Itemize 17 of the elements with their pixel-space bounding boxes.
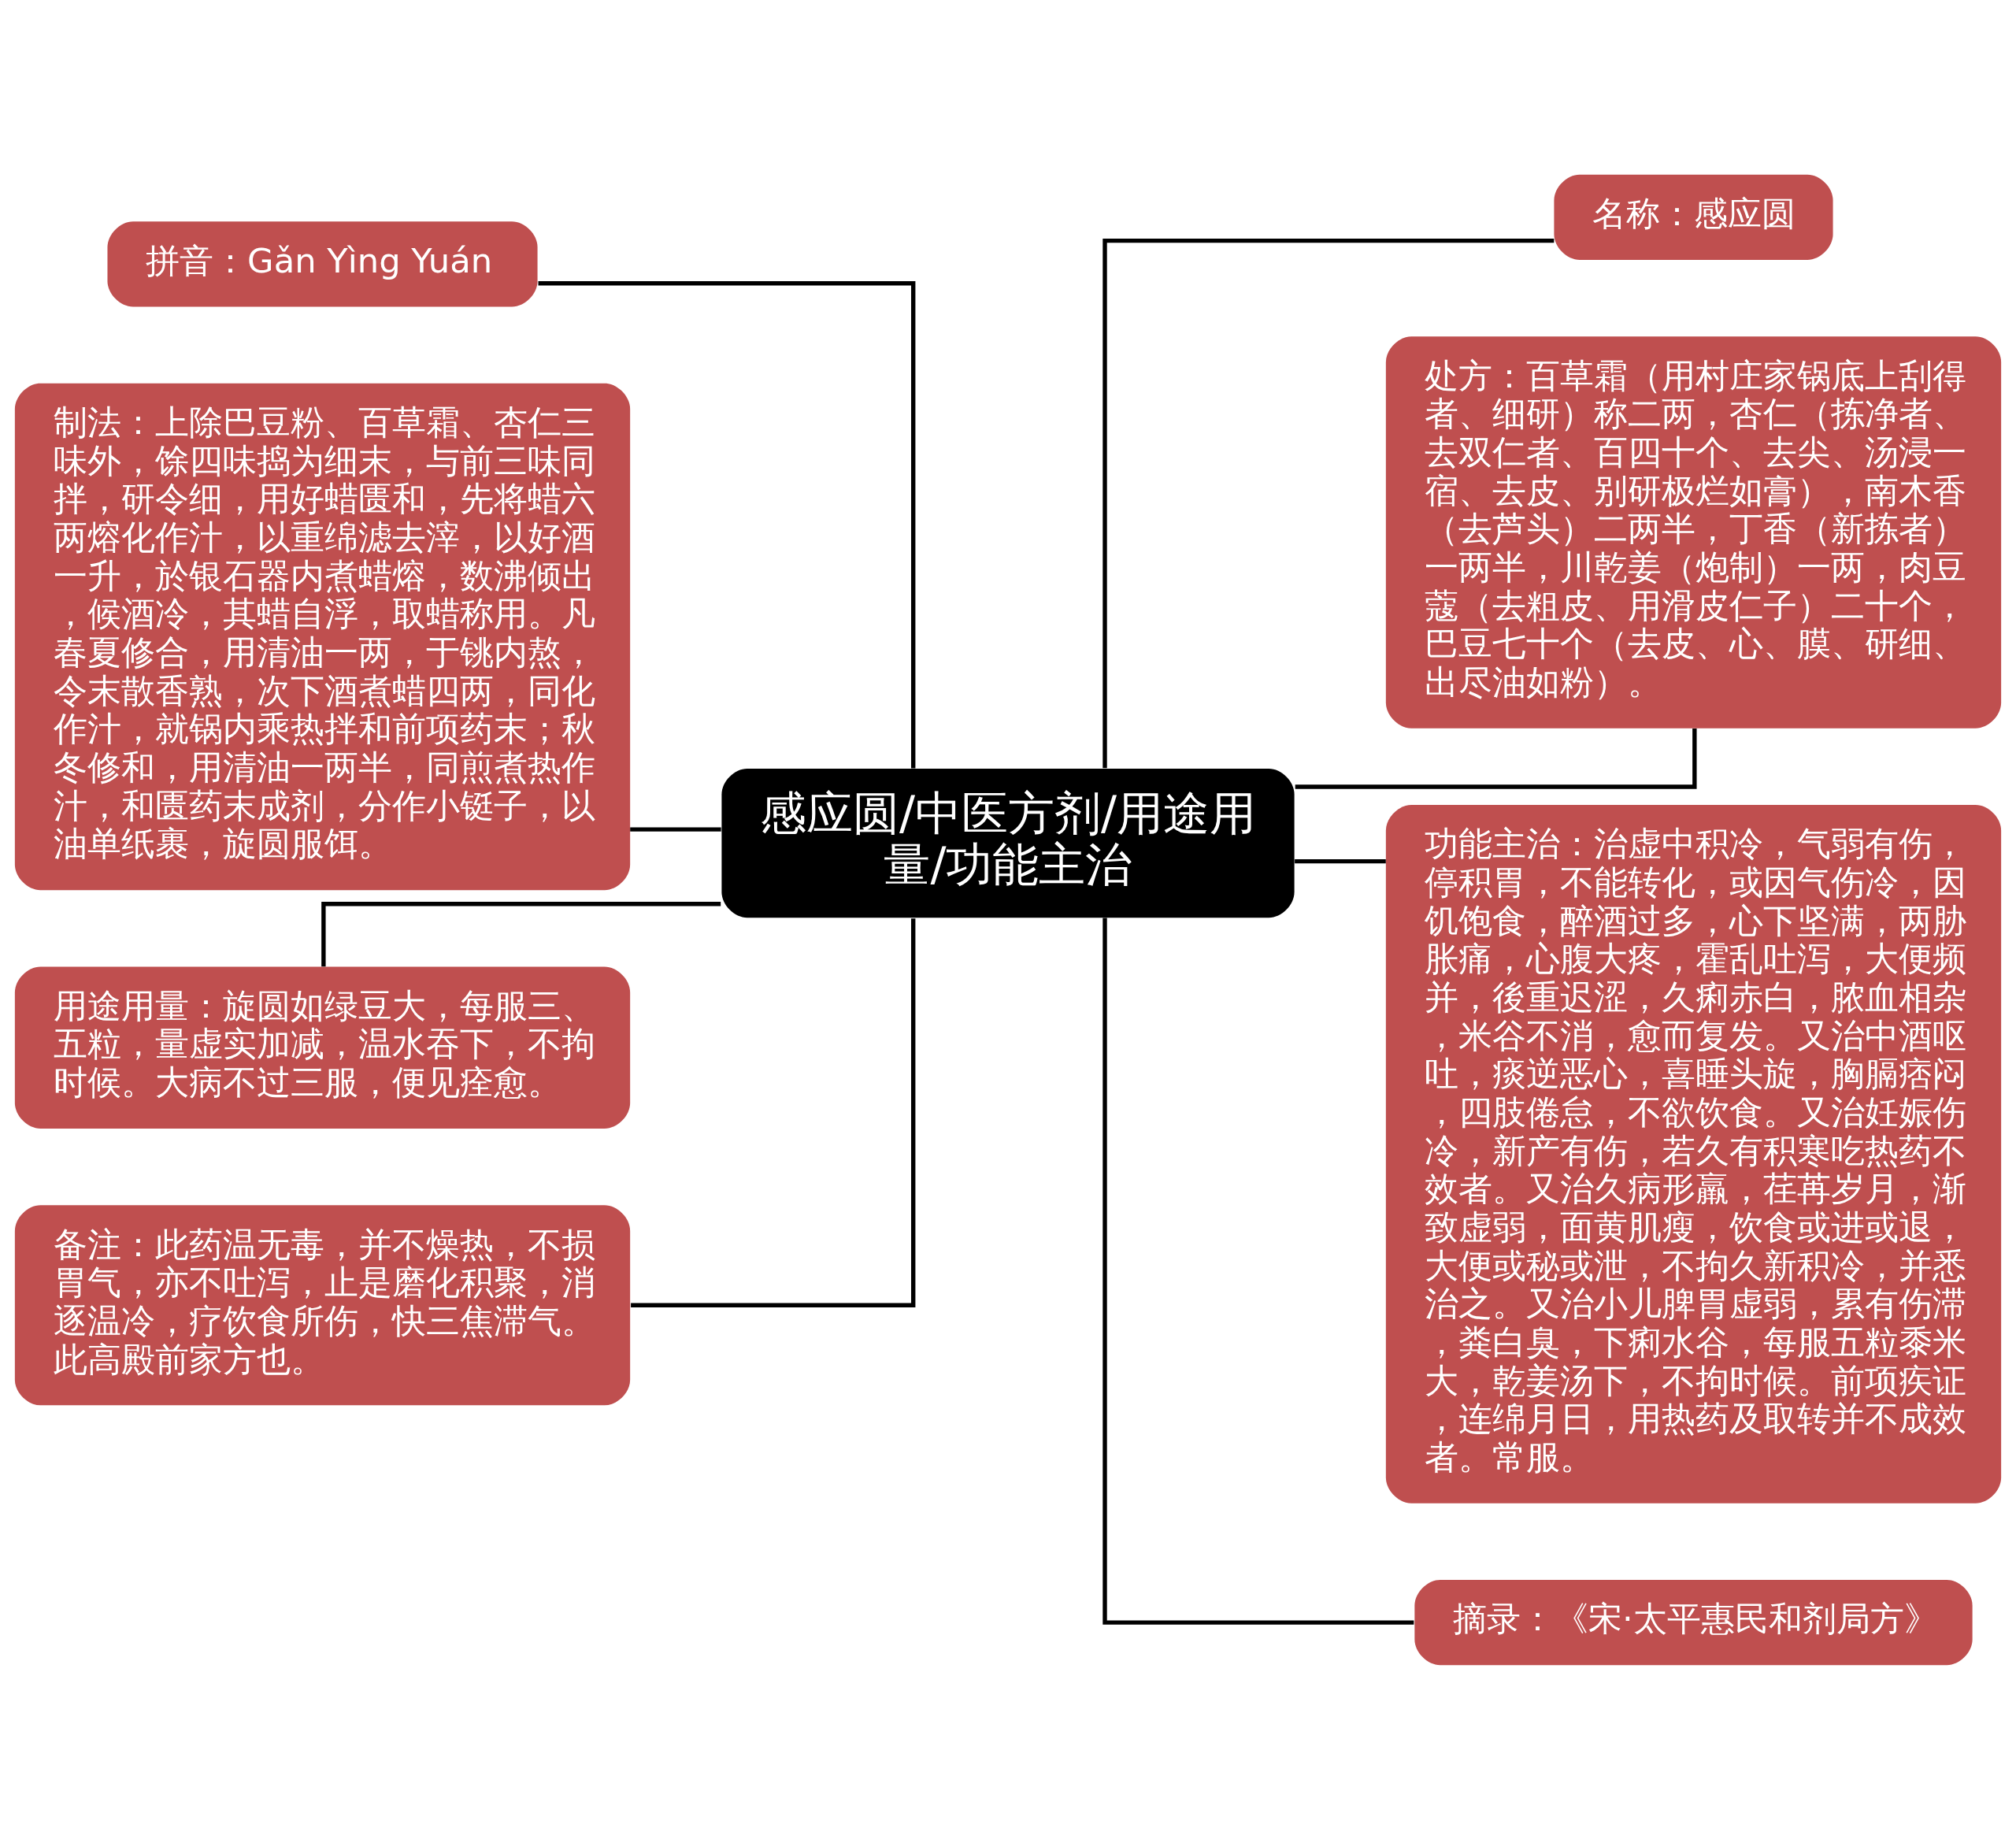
node-box: 处方：百草霜（用村庄家锅底上刮得者、细研）称二两，杏仁（拣净者、去双仁者、百四十个、去尖、汤浸一宿、去皮、别研极烂如膏），南木香（去芦头）二两半，丁香（新拣者）一两半，川乾姜（炮制）一两，肉豆蔻（去粗皮、用滑皮仁子）二十个，巴豆七十个（去皮、心、膜、研细、出尽油如粉）。	[1385, 336, 2002, 729]
node-box: 用途用量：旋圆如绿豆大，每服三、五粒，量虚实加减，温水吞下，不拘时候。大病不过三服，便见痊愈。	[14, 966, 631, 1129]
connector	[1295, 728, 1697, 789]
node-box: 名称：感应圆	[1554, 174, 1833, 260]
node-box: 拼音：Gǎn Yìng Yuán	[107, 221, 538, 306]
connector	[630, 826, 721, 832]
node-box: 摘录：《宋·太平惠民和剂局方》	[1414, 1579, 1973, 1665]
connector	[631, 918, 916, 1307]
node-box: 备注：此药温无毒，并不燥热，不损胃气，亦不吐泻，止是磨化积聚，消逐温冷，疗饮食所伤，快三焦滞气。此高殿前家方也。	[14, 1204, 631, 1405]
connector	[1295, 858, 1386, 863]
connector	[321, 901, 721, 966]
node-box: 功能主治：治虚中积冷，气弱有伤，停积胃，不能转化，或因气伤冷，因饥饱食，醉酒过多，心下坚满，两胁胀痛，心腹大疼，霍乱吐泻，大便频并，後重迟涩，久痢赤白，脓血相杂，米谷不消，愈而复发。又治中酒呕吐，痰逆恶心，喜睡头旋，胸膈痞闷，四肢倦怠，不欲饮食。又治妊娠伤冷，新产有伤，若久有积寒吃热药不效者。又治久病形羸，荏苒岁月，渐致虚弱，面黄肌瘦，饮食或进或退，大便或秘或泄，不拘久新积冷，并悉治之。又治小儿脾胃虚弱，累有伤滞，粪白臭，下痢水谷，每服五粒黍米大，乾姜汤下，不拘时候。前项疾证，连绵月日，用热药及取转并不成效者。常服。	[1385, 804, 2002, 1503]
node-box: 感应圆/中医方剂/用途用量/功能主治	[721, 768, 1295, 918]
connector	[1102, 918, 1414, 1625]
connector	[1102, 238, 1555, 768]
connector	[538, 280, 916, 768]
node-box: 制法：上除巴豆粉、百草霜、杏仁三味外，馀四味捣为细末，与前三味同拌，研令细，用好蜡匮和，先将蜡六两熔化作汁，以重绵滤去滓，以好酒一升，於银石器内煮蜡熔，数沸倾出，候酒冷，其蜡自浮，取蜡称用。凡春夏修合，用清油一两，于铫内熬，令末散香熟，次下酒煮蜡四两，同化作汁，就锅内乘热拌和前项药末；秋冬修和，用清油一两半，同煎煮热作汁，和匮药末成剂，分作小铤子，以油单纸裹，旋圆服饵。	[14, 383, 631, 890]
